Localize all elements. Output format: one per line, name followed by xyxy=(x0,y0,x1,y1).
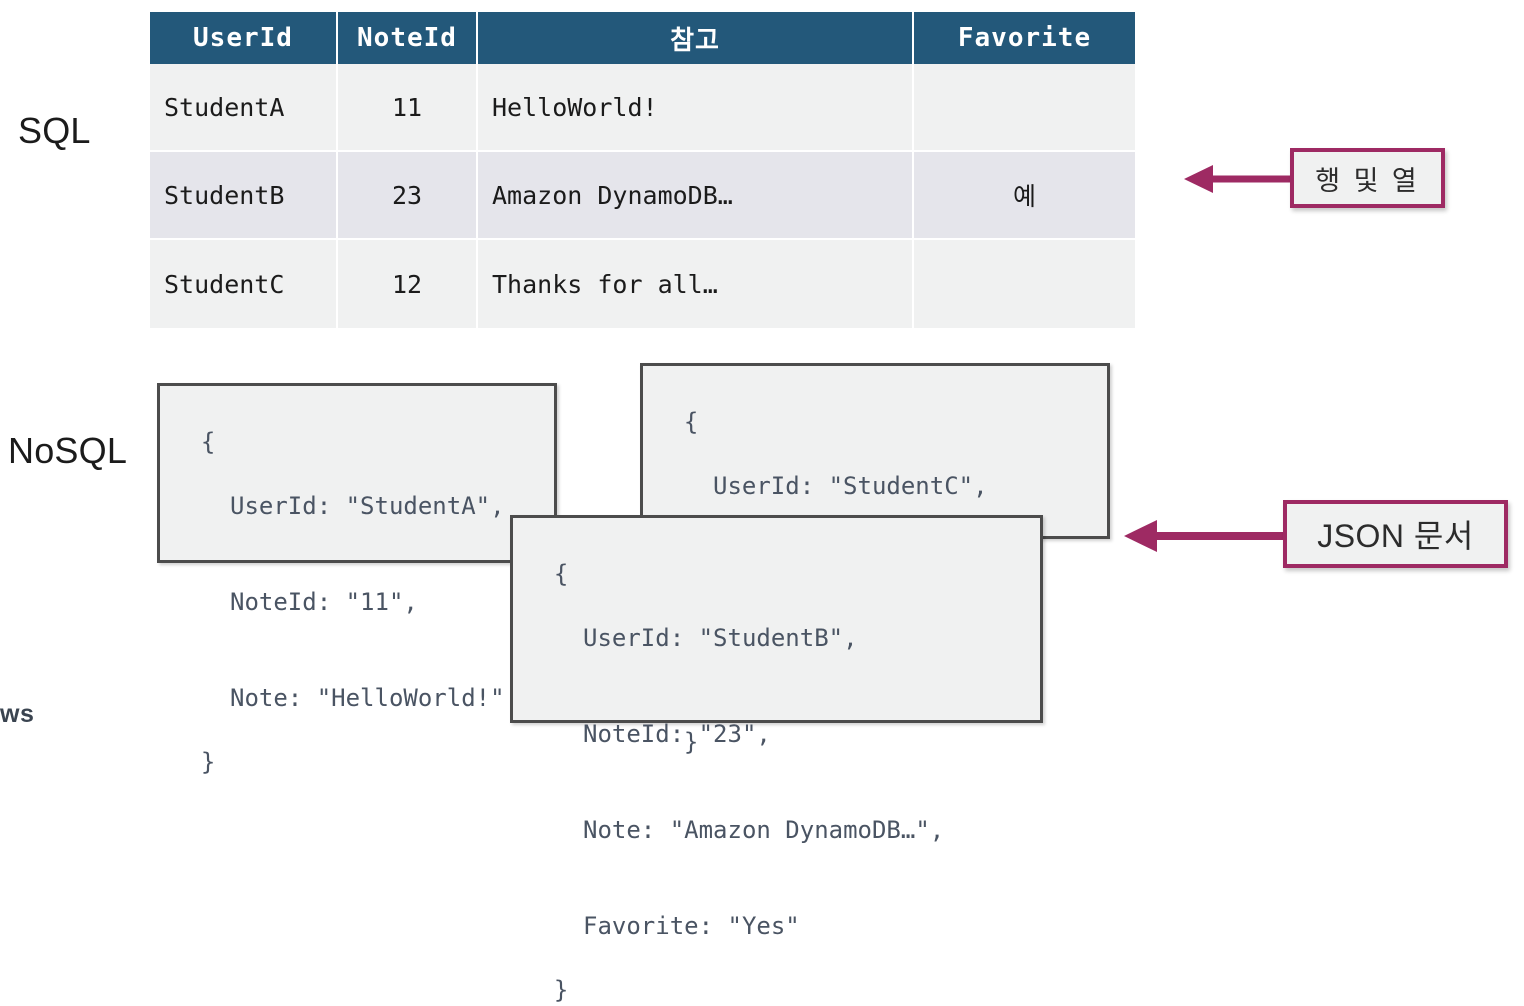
json-close-brace: } xyxy=(200,748,216,776)
json-open-brace: { xyxy=(200,428,216,456)
cell-favorite: 예 xyxy=(914,152,1135,240)
cell-userid: StudentC xyxy=(150,240,338,328)
table-header-row: UserId NoteId 참고 Favorite xyxy=(150,12,1135,64)
json-close-brace: } xyxy=(553,976,569,1004)
sql-table: UserId NoteId 참고 Favorite StudentA 11 He… xyxy=(150,12,1135,328)
json-document-card-studenta: { UserId: "StudentA", NoteId: "11", Note… xyxy=(157,383,557,776)
table-row: StudentB 23 Amazon DynamoDB… 예 xyxy=(150,152,1135,240)
json-line: UserId: "StudentA", xyxy=(230,492,505,520)
cell-note: Amazon DynamoDB… xyxy=(478,152,914,240)
nosql-section-label: NoSQL xyxy=(8,430,128,471)
table-row: StudentA 11 HelloWorld! xyxy=(150,64,1135,152)
arrow-left-icon-rows-cols xyxy=(1184,165,1300,193)
cell-userid: StudentB xyxy=(150,152,338,240)
column-header-userid: UserId xyxy=(150,12,338,64)
json-document-card-studentb: { UserId: "StudentB", NoteId: "23", Note… xyxy=(510,515,1043,1004)
json-document-card-studentc: { UserId: "StudentC", NoteId: "12", Note… xyxy=(640,363,1110,756)
cell-noteid: 12 xyxy=(338,240,478,328)
cell-noteid: 11 xyxy=(338,64,478,152)
json-line: UserId: "StudentC", xyxy=(713,472,988,500)
callout-label: 행 및 열 xyxy=(1315,165,1420,196)
json-open-brace: { xyxy=(683,408,699,436)
arrow-left-icon-json-doc xyxy=(1124,520,1290,552)
json-line: UserId: "StudentB", xyxy=(583,624,858,652)
json-line: Note: "HelloWorld!" xyxy=(230,684,505,712)
column-header-favorite: Favorite xyxy=(914,12,1135,64)
column-header-note: 참고 xyxy=(478,12,914,64)
json-line: NoteId: "11", xyxy=(230,588,418,616)
cell-favorite xyxy=(914,64,1135,152)
json-line: NoteId: "23", xyxy=(583,720,771,748)
cell-note: Thanks for all… xyxy=(478,240,914,328)
cell-userid: StudentA xyxy=(150,64,338,152)
json-line: Favorite: "Yes" xyxy=(583,912,800,940)
column-header-noteid: NoteId xyxy=(338,12,478,64)
cell-note: HelloWorld! xyxy=(478,64,914,152)
callout-json-document: JSON 문서 xyxy=(1283,500,1508,568)
callout-label: JSON 문서 xyxy=(1317,518,1474,554)
aws-logo-fragment: ws xyxy=(0,700,35,728)
cell-noteid: 23 xyxy=(338,152,478,240)
callout-rows-and-columns: 행 및 열 xyxy=(1290,148,1445,208)
json-line: Note: "Amazon DynamoDB…", xyxy=(583,816,945,844)
table-row: StudentC 12 Thanks for all… xyxy=(150,240,1135,328)
json-open-brace: { xyxy=(553,560,569,588)
sql-section-label: SQL xyxy=(18,110,91,151)
cell-favorite xyxy=(914,240,1135,328)
